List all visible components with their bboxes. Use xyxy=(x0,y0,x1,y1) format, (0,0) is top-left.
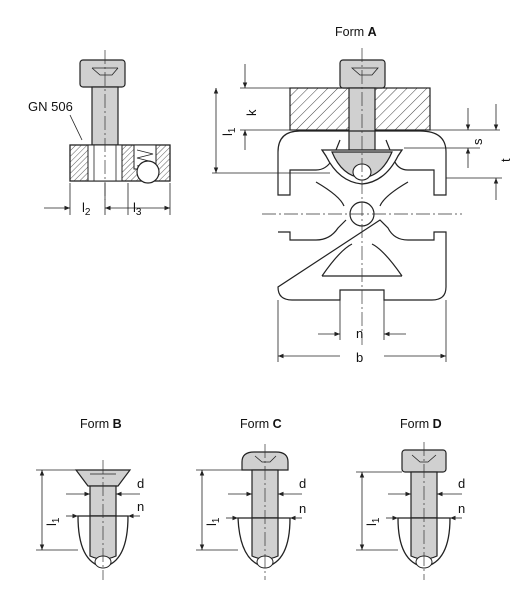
callout-gn506: GN 506 xyxy=(28,99,73,114)
dim-n-form-a: n xyxy=(356,326,363,341)
profile-top xyxy=(277,130,447,196)
form-b-view: Form B l1 d n xyxy=(36,417,144,580)
form-b-title: Form B xyxy=(80,417,122,431)
dim-l3: l3 xyxy=(133,200,142,218)
form-a-title: Form A xyxy=(335,25,377,39)
ball-icon xyxy=(136,160,160,184)
dim-t: t xyxy=(498,158,513,162)
dim-k: k xyxy=(244,109,259,116)
dim-l1-form-c: l1 xyxy=(204,517,222,526)
dim-n-form-c: n xyxy=(299,501,306,516)
dim-d-form-b: d xyxy=(137,476,144,491)
form-c-title: Form C xyxy=(240,417,282,431)
form-c-view: Form C l1 d n xyxy=(196,417,306,580)
form-a-view: Form A k l1 xyxy=(212,25,513,365)
dim-n-form-d: n xyxy=(458,501,465,516)
dim-n-form-b: n xyxy=(137,499,144,514)
form-d-view: Form D l1 d n xyxy=(356,417,465,580)
dim-l1-form-d: l1 xyxy=(364,517,382,526)
form-d-title: Form D xyxy=(400,417,442,431)
dim-s: s xyxy=(470,138,485,145)
hex-socket xyxy=(91,67,119,76)
dim-d-form-d: d xyxy=(458,476,465,491)
dim-l1: l1 xyxy=(220,127,238,136)
dim-d-form-c: d xyxy=(299,476,306,491)
form-a-screw-head xyxy=(339,59,386,89)
screw-head xyxy=(79,59,126,88)
dim-l2: l2 xyxy=(82,200,91,218)
dim-l1-form-b: l1 xyxy=(44,517,62,526)
profile-bottom xyxy=(277,219,447,301)
side-view: GN 506 l2 l3 xyxy=(28,50,171,218)
dim-b: b xyxy=(356,350,363,365)
